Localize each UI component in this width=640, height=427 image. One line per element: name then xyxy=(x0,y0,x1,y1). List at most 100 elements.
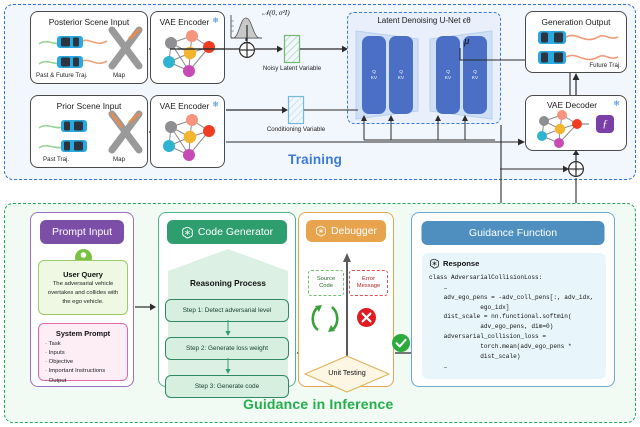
response-label: Response xyxy=(443,259,480,268)
unet-block-q-label: Q xyxy=(399,68,403,74)
vae-encoder-bottom-title: VAE Encoder xyxy=(159,101,210,111)
user-query-title: User Query xyxy=(63,270,103,279)
future-traj-caption: Future Traj. xyxy=(589,62,621,69)
debugger-header-label: Debugger xyxy=(330,225,378,237)
arrow-sum-to-decoder xyxy=(572,150,580,162)
map-graphic-prior xyxy=(108,110,143,154)
vae-encoder-bottom-card: VAE Encoder ❄ xyxy=(150,95,225,168)
reasoning-step-2: Step 2: Generate loss weight xyxy=(165,337,289,360)
vae-encoder-top-card: VAE Encoder ❄ xyxy=(150,11,225,84)
arrow-step1-to-step2 xyxy=(225,320,231,336)
openai-logo-icon xyxy=(315,225,326,237)
error-message-box: Error Message xyxy=(349,270,388,296)
unet-block-kv-label: KV xyxy=(370,75,378,80)
generation-output-title: Generation Output xyxy=(541,17,611,27)
source-code-box: Source Code xyxy=(308,270,344,296)
user-query-box: User Query The adversarial vehicle overt… xyxy=(38,260,128,315)
unet-block-right-2: Q KV xyxy=(463,36,487,114)
arrow-sum-to-latent xyxy=(255,45,283,53)
prompt-input-header: Prompt Input xyxy=(40,220,124,244)
system-prompt-item: Important Instructions xyxy=(45,367,127,376)
prior-scene-graphic xyxy=(38,120,87,152)
unet-block-kv-label: KV xyxy=(444,75,452,80)
unet-block-q-label: Q xyxy=(446,68,450,74)
guidance-function-header: Guidance Function xyxy=(421,221,605,245)
guidance-function-code: class AdversarialCollisionLoss: … adv_eg… xyxy=(429,273,602,372)
unet-block-q-label: Q xyxy=(372,68,376,74)
posterior-traj-caption: Past & Future Traj. xyxy=(36,72,88,79)
conditioning-variable-label: Conditioning Variable xyxy=(266,126,326,133)
line-conditioning-right xyxy=(304,109,358,111)
vae-encoder-top-title: VAE Encoder xyxy=(159,17,210,27)
system-prompt-list: Task Inputs Objective Important Instruct… xyxy=(39,338,127,386)
vae-decoder-card: VAE Decoder ❄ ƒ xyxy=(525,95,627,151)
openai-logo-icon xyxy=(429,258,440,269)
refresh-loop-icon xyxy=(311,305,339,332)
noise-sum-operator xyxy=(238,41,256,59)
unet-block-right-1: Q KV xyxy=(436,36,460,114)
prior-map-caption: Map xyxy=(113,156,126,163)
system-prompt-item: Output xyxy=(45,377,127,386)
mu-label: μ xyxy=(464,35,470,47)
decoder-network-graphic xyxy=(537,110,589,148)
encoder-network-graphic-bottom xyxy=(163,114,215,161)
red-x-icon xyxy=(357,308,376,327)
prior-scene-input-title: Prior Scene Input xyxy=(56,101,122,111)
debugger-header: Debugger xyxy=(306,220,386,242)
arrow-decoder-to-output xyxy=(572,73,580,95)
generation-output-graphic xyxy=(538,31,619,64)
code-generator-panel: Code Generator Reasoning Process Step 1:… xyxy=(158,212,296,398)
arrow-latent-to-unet xyxy=(300,45,348,53)
response-label-row: Response xyxy=(422,253,606,270)
conditioning-variable-chip xyxy=(287,95,305,125)
system-prompt-title: System Prompt xyxy=(55,329,111,338)
line-down-to-guidance-panel xyxy=(497,125,505,212)
system-prompt-item: Task xyxy=(45,340,127,349)
unit-testing-diamond xyxy=(303,355,391,393)
code-generator-header: Code Generator xyxy=(167,220,287,244)
noisy-latent-label: Noisy Latent Variable xyxy=(262,65,322,72)
arrow-prompt-to-generator xyxy=(135,303,156,311)
training-region-label: Training xyxy=(288,152,343,167)
unet-block-kv-label: KV xyxy=(471,75,479,80)
posterior-scene-graphic xyxy=(38,36,108,68)
openai-logo-icon xyxy=(181,226,193,238)
snowflake-icon: ❄ xyxy=(212,100,219,109)
generation-output-card: Generation Output Future Traj. xyxy=(525,11,627,73)
reasoning-step-3: Step 3: Generate code xyxy=(165,375,289,398)
unet-block-kv-label: KV xyxy=(397,75,405,80)
conditioning-feed-arrows xyxy=(361,115,495,141)
line-encoder-to-decoder-skip xyxy=(226,138,525,146)
unet-block-left-2: Q KV xyxy=(389,36,413,114)
inference-region-label: Guidance in Inference xyxy=(243,396,394,412)
unet-half-right: Q KV Q KV xyxy=(428,29,494,121)
vae-decoder-title: VAE Decoder xyxy=(546,100,598,110)
map-graphic-posterior xyxy=(108,26,143,70)
noise-distribution-label: 𝒩(0, σ²I) xyxy=(262,8,290,17)
guidance-response-box: Response class AdversarialCollisionLoss:… xyxy=(422,253,606,379)
reasoning-step-1: Step 1: Detect adversarial level xyxy=(165,299,289,322)
snowflake-icon: ❄ xyxy=(212,16,219,25)
system-prompt-box: System Prompt Task Inputs Objective Impo… xyxy=(38,323,128,384)
posterior-scene-input-card: Posterior Scene Input Past & Future Traj… xyxy=(30,11,148,84)
unet-block-q-label: Q xyxy=(473,68,477,74)
noisy-latent-chip xyxy=(283,34,301,64)
latent-denoising-unet-box: Latent Denoising U-Net ϵθ Q KV Q KV Q KV xyxy=(347,12,501,124)
unet-half-left: Q KV Q KV xyxy=(354,29,420,121)
arrow-unit-testing-to-debugger xyxy=(343,253,351,365)
reasoning-process-title: Reasoning Process xyxy=(190,279,266,288)
user-query-text: The adversarial vehicle overtakes and co… xyxy=(47,281,119,305)
prior-traj-caption: Past Traj. xyxy=(43,156,70,163)
unet-block-left-1: Q KV xyxy=(362,36,386,114)
posterior-scene-input-title: Posterior Scene Input xyxy=(48,17,130,27)
prompt-input-panel: Prompt Input User Query The adversarial … xyxy=(30,212,134,387)
prior-scene-input-card: Prior Scene Input Past Traj. Map xyxy=(30,95,148,168)
unit-testing-label: Unit Testing xyxy=(328,368,366,377)
arrow-step2-to-step3 xyxy=(225,358,231,374)
debugger-panel: Debugger Source Code Error Message Unit … xyxy=(298,212,394,393)
system-prompt-item: Inputs xyxy=(45,349,127,358)
arrow-encoder-to-conditioning xyxy=(226,106,288,114)
unet-title: Latent Denoising U-Net ϵθ xyxy=(377,16,471,25)
decoder-function-glyph: ƒ xyxy=(596,115,614,133)
